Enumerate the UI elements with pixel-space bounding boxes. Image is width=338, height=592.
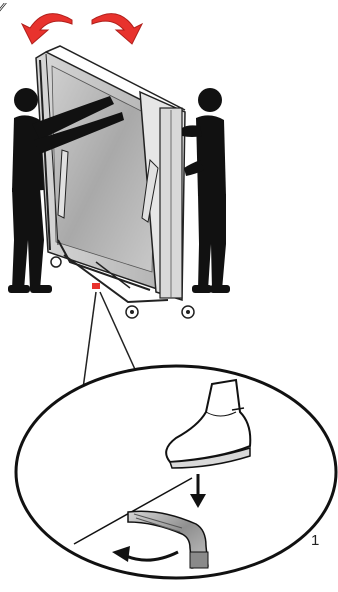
- detail-zoom-circle: [16, 366, 336, 578]
- rotate-right-arrow-icon: [92, 14, 142, 44]
- folded-table: [36, 46, 194, 318]
- person-right-icon: [182, 88, 230, 293]
- corner-mark: ∕∕: [0, 0, 4, 15]
- wheel-icon: [182, 306, 194, 318]
- wheel-icon: [51, 257, 61, 267]
- step-label: 1: [311, 532, 319, 549]
- release-pedal-marker: [92, 283, 100, 289]
- rotate-left-arrow-icon: [22, 14, 72, 44]
- wheel-icon: [126, 306, 138, 318]
